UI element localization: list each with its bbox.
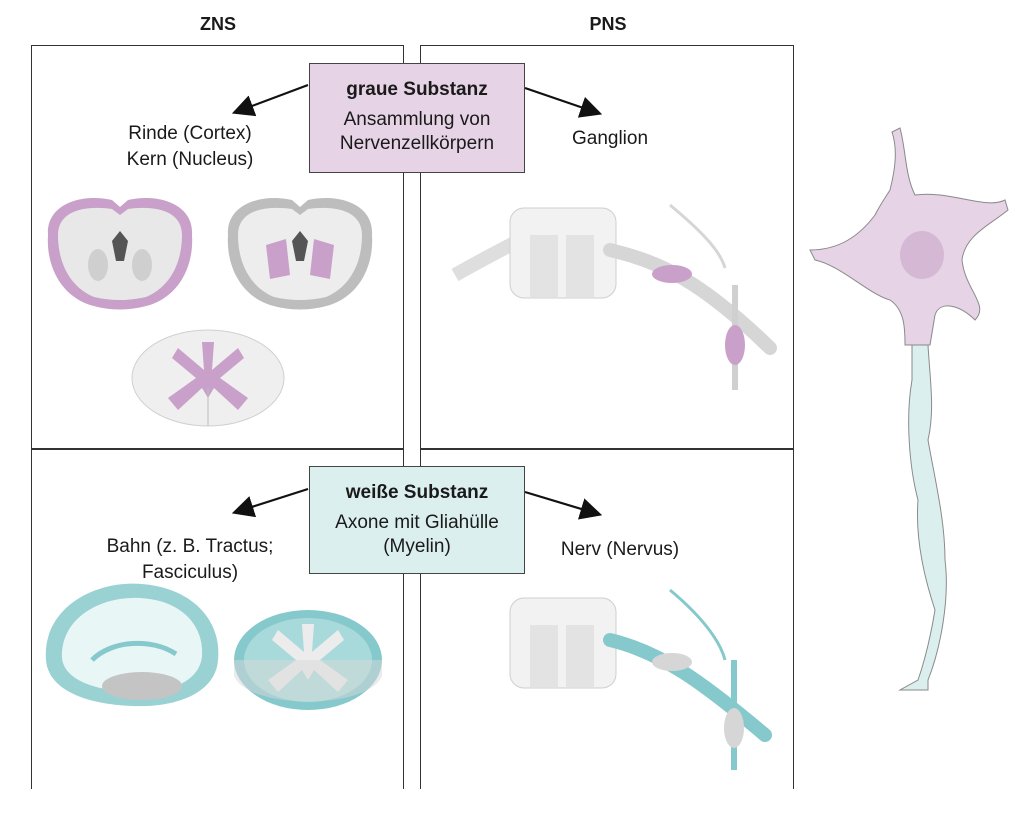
white-substance-title: weiße Substanz: [345, 482, 489, 503]
brain-sagittal-tracts: [45, 583, 219, 707]
arrow-gray-left: [231, 83, 309, 117]
white-substance-desc-1: Axone mit Gliahülle: [335, 512, 499, 533]
brain-coronal-nuclei: [227, 198, 373, 310]
neuron-diagram: [809, 127, 1009, 691]
gray-substance-desc-1: Ansammlung von: [343, 109, 491, 130]
spinal-cord-gray: [131, 329, 285, 427]
label-cortex: Rinde (Cortex): [128, 123, 252, 144]
arrow-white-left: [231, 487, 309, 518]
label-ganglion: Ganglion: [571, 128, 649, 149]
label-fasciculus: Fasciculus): [141, 562, 239, 583]
gray-substance-desc-2: Nervenzellkörpern: [339, 133, 495, 154]
label-tract: Bahn (z. B. Tractus;: [106, 536, 274, 557]
arrow-gray-right: [524, 86, 603, 118]
gray-substance-box: graue Substanz Ansammlung von Nervenzell…: [309, 63, 525, 173]
arrow-white-right: [524, 490, 603, 520]
spinal-cord-ganglion: [451, 203, 777, 390]
gray-substance-title: graue Substanz: [346, 79, 488, 100]
label-nucleus: Kern (Nucleus): [126, 149, 254, 170]
zns-header: ZNS: [200, 14, 236, 34]
pns-header: PNS: [589, 14, 627, 34]
brain-coronal-cortex: [47, 198, 193, 310]
white-substance-box: weiße Substanz Axone mit Gliahülle (Myel…: [309, 466, 525, 574]
spinal-cord-nerve: [509, 588, 772, 770]
spinal-cord-white: [234, 610, 382, 710]
white-substance-desc-2: (Myelin): [383, 536, 451, 557]
label-nerve: Nerv (Nervus): [560, 539, 680, 560]
